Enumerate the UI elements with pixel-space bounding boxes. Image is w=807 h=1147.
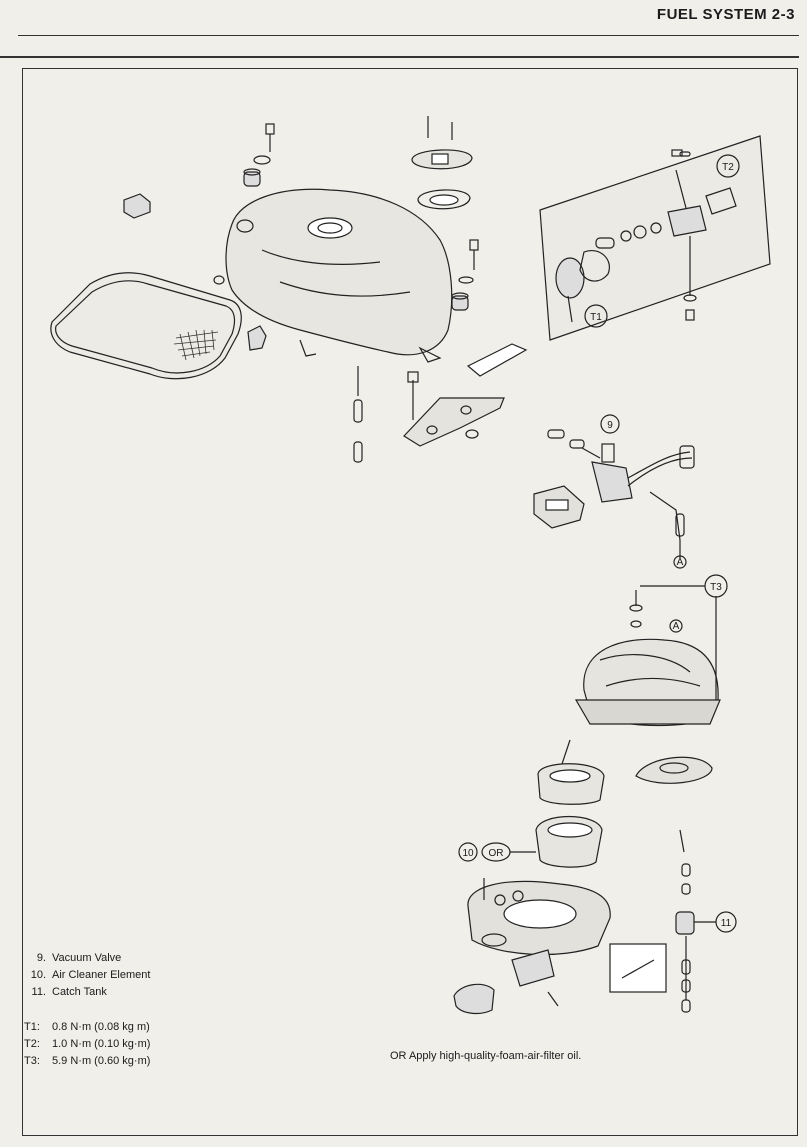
legend-num: 10.	[30, 969, 46, 981]
tank-damper-2	[353, 441, 363, 463]
legend-item: 10. Air Cleaner Element	[24, 967, 151, 984]
air-cleaner-cover-lid	[635, 756, 713, 784]
fuel-cap-plate	[411, 116, 473, 210]
catch-tank-assembly	[675, 829, 695, 1013]
tank-mount-bolt-right	[451, 239, 479, 311]
rear-mount-bracket	[403, 343, 528, 447]
air-cleaner-element	[535, 739, 605, 868]
callout-9: 9	[607, 420, 613, 431]
legend-label: Catch Tank	[52, 986, 107, 998]
torque-value: 5.9 N·m (0.60 kg·m)	[52, 1055, 151, 1067]
tank-damper-1	[353, 399, 363, 423]
torque-label: T1:	[24, 1021, 40, 1033]
rubber-block	[123, 193, 151, 219]
callout-or: OR	[489, 848, 504, 859]
legend-label: Air Cleaner Element	[52, 969, 151, 981]
torque-spec-list: T1: 0.8 N·m (0.08 kg m) T2: 1.0 N·m (0.1…	[24, 1019, 150, 1070]
fuel-cock	[555, 149, 737, 323]
legend-label: Vacuum Valve	[52, 952, 122, 964]
oil-note: OR Apply high-quality-foam-air-filter oi…	[390, 1050, 582, 1062]
callout-a-bottom: A	[673, 621, 680, 632]
callout-t3: T3	[710, 582, 722, 593]
vacuum-valve	[533, 429, 695, 541]
diagram-frame	[22, 68, 798, 1136]
legend-num: 11.	[31, 986, 46, 998]
callout-a-top: A	[677, 557, 684, 568]
callout-t1: T1	[590, 312, 602, 323]
callout-t2: T2	[722, 162, 734, 173]
tank-side-pad	[50, 272, 242, 380]
tank-mount-bolt-left	[243, 123, 275, 187]
torque-item: T2: 1.0 N·m (0.10 kg·m)	[24, 1036, 150, 1053]
torque-item: T3: 5.9 N·m (0.60 kg·m)	[24, 1053, 150, 1070]
callout-11: 11	[721, 918, 732, 929]
fuel-cock-panel	[539, 135, 771, 341]
legend-num: 9.	[36, 952, 46, 964]
inset-clip-box	[609, 943, 667, 993]
torque-value: 0.8 N·m (0.08 kg m)	[52, 1021, 150, 1033]
page-header-title: FUEL SYSTEM 2-3	[656, 6, 795, 23]
header-rule-thin	[18, 35, 799, 36]
torque-label: T2:	[24, 1038, 40, 1050]
torque-value: 1.0 N·m (0.10 kg·m)	[52, 1038, 151, 1050]
mesh-patch	[173, 329, 219, 361]
callout-10: 10	[462, 848, 474, 859]
air-cleaner-base	[453, 878, 611, 1015]
fuel-tank	[225, 188, 453, 356]
tank-cap-seat	[307, 217, 353, 239]
torque-label: T3:	[24, 1055, 40, 1067]
header-rule-thick	[0, 56, 799, 58]
torque-item: T1: 0.8 N·m (0.08 kg m)	[24, 1019, 150, 1036]
legend-item: 9. Vacuum Valve	[24, 950, 150, 967]
legend-item: 11. Catch Tank	[24, 984, 150, 1001]
parts-legend: 9. Vacuum Valve 10. Air Cleaner Element …	[24, 950, 151, 1001]
air-cleaner-housing	[574, 590, 721, 727]
grommet-bottom	[247, 325, 267, 351]
